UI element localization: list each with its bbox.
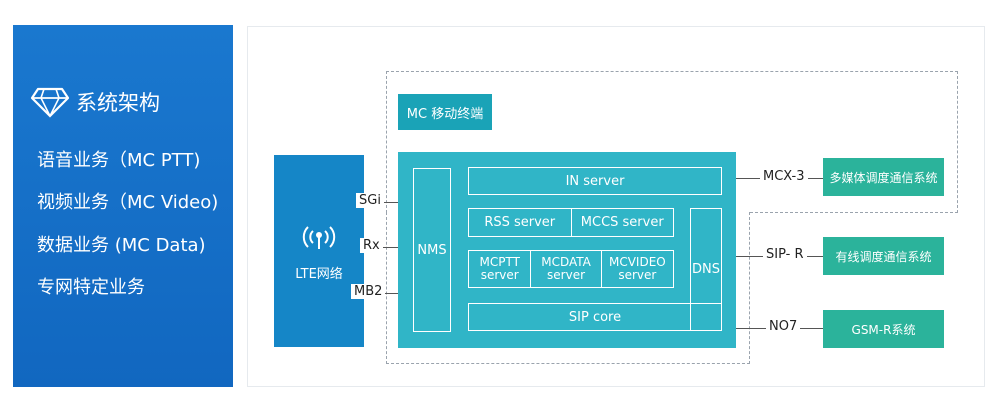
mc-terminal-box: MC 移动终端 xyxy=(398,94,492,130)
interface-sipr: SIP- R xyxy=(763,247,807,262)
mc-dashed-boundary-step xyxy=(750,212,958,213)
rss-server-box: RSS server xyxy=(484,215,556,230)
mc-dashed-boundary-lower xyxy=(386,212,750,364)
mcdata-server-box: MCDATA server xyxy=(530,251,600,287)
nms-box: NMS xyxy=(413,168,451,332)
interface-mcx3: MCX-3 xyxy=(760,169,808,184)
interface-sgi: SGi xyxy=(356,193,384,208)
menu-item-voice[interactable]: 语音业务（MC PTT) xyxy=(37,150,201,171)
ext-gsmr: GSM-R系统 xyxy=(823,310,944,348)
interface-rx: Rx xyxy=(360,238,383,253)
interface-no7: NO7 xyxy=(766,319,801,334)
menu-item-private-network[interactable]: 专网特定业务 xyxy=(37,277,145,298)
lte-network-box: LTE网络 xyxy=(274,155,364,347)
sip-core-box: SIP core xyxy=(468,303,722,331)
mcptt-server-box: MCPTT server xyxy=(479,255,520,282)
menu-item-data[interactable]: 数据业务 (MC Data) xyxy=(37,235,206,256)
interface-mb2: MB2 xyxy=(351,284,386,299)
diamond-icon xyxy=(30,87,70,118)
dns-box: DNS xyxy=(690,208,722,331)
mc-dashed-boundary xyxy=(386,71,958,213)
sidebar-title-row: 系统架构 xyxy=(30,86,160,118)
ext-wired-dispatch: 有线调度通信系统 xyxy=(823,237,944,275)
mc-servers-row: MCPTT server MCDATA server MCVIDEO serve… xyxy=(468,250,674,288)
sidebar-title: 系统架构 xyxy=(76,91,160,115)
rss-mccs-row: RSS server MCCS server xyxy=(468,208,674,237)
signal-antenna-icon xyxy=(302,226,336,249)
lte-label: LTE网络 xyxy=(295,267,343,282)
ext-multimedia-dispatch: 多媒体调度通信系统 xyxy=(823,158,944,196)
mcvideo-server-box: MCVIDEO server xyxy=(600,251,673,287)
sidebar-panel xyxy=(13,25,233,387)
mccs-server-box: MCCS server xyxy=(570,209,674,236)
menu-item-video[interactable]: 视频业务（MC Video) xyxy=(37,192,219,213)
in-server-box: IN server xyxy=(468,167,722,195)
